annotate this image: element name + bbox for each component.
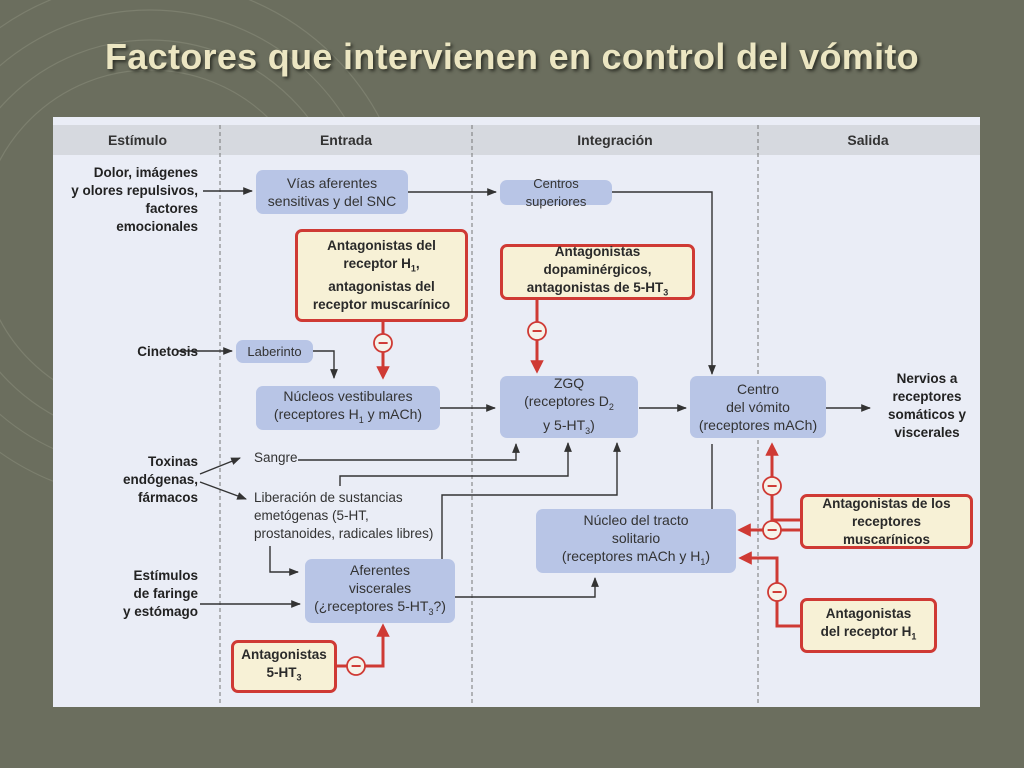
antagonist-h1: Antagonistas del receptor H1 (800, 598, 937, 653)
column-header-integration: Integración (577, 132, 653, 148)
minus-sign-musc-center: − (767, 476, 778, 496)
node-vomiting-center: Centro del vómito (receptores mACh) (690, 376, 826, 438)
column-header-stimulus: Estímulo (107, 132, 168, 148)
antagonist-5ht3: Antagonistas 5-HT3 (231, 640, 337, 693)
node-solitary-tract: Núcleo del tracto solitario (receptores … (536, 509, 736, 573)
stimulus-pain: Dolor, imágenes y olores repulsivos, fac… (71, 165, 198, 234)
node-emetogenic-release: Liberación de sustancias emetógenas (5-H… (254, 490, 434, 541)
stimulus-toxins: Toxinas endógenas, fármacos (122, 454, 198, 505)
node-vestibular-nuclei: Núcleos vestibulares (receptores H1 y mA… (256, 386, 440, 430)
inhibition-markers (346, 321, 787, 676)
column-header-band (53, 125, 980, 155)
node-ctz: ZGQ (receptores D2 y 5-HT3) (500, 375, 638, 438)
minus-sign-h1-musc: − (378, 333, 389, 353)
minus-sign-5ht3: − (351, 656, 362, 676)
minus-sign-musc-solitary: − (767, 520, 778, 540)
inhibition-signs: − − − − − − (351, 321, 783, 676)
stimulus-kinetosis: Cinetosis (137, 344, 198, 359)
antagonist-dopaminergic-5ht3: Antagonistas dopaminérgicos, antagonista… (500, 244, 695, 300)
column-header-output: Salida (847, 132, 889, 148)
stimulus-pharynx: Estímulos de faringe y estómago (122, 568, 198, 619)
node-higher-centers: Centros superiores (500, 176, 612, 209)
page-title: Factores que intervienen en control del … (105, 36, 919, 77)
output-nerves: Nervios a receptores somáticos y viscera… (887, 371, 967, 440)
node-blood: Sangre (254, 450, 298, 465)
minus-sign-h1: − (772, 582, 783, 602)
antagonist-muscarinic: Antagonistas de los receptores muscaríni… (800, 494, 973, 549)
column-header-input: Entrada (319, 132, 373, 148)
minus-sign-dopa: − (532, 321, 543, 341)
node-labyrinth: Laberinto (236, 340, 313, 363)
black-arrows (178, 187, 871, 610)
node-visceral-afferents: Aferentes viscerales (¿receptores 5-HT3?… (305, 559, 455, 623)
antagonist-h1-muscarinic: Antagonistas del receptor H1, antagonist… (295, 229, 468, 322)
